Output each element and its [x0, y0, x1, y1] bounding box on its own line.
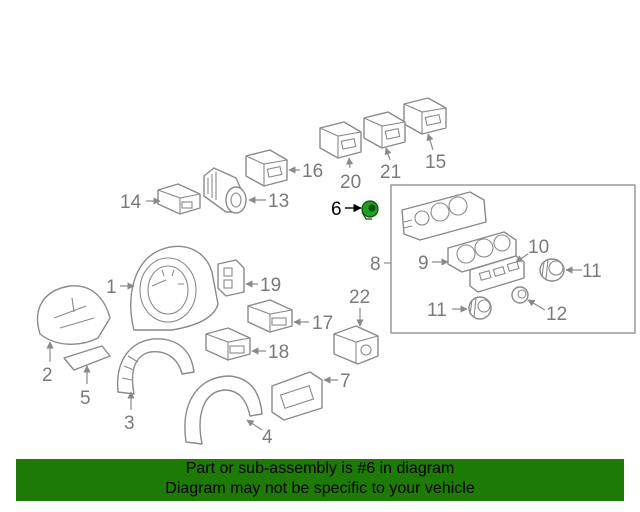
callout-14: 14: [120, 192, 142, 213]
callout-20: 20: [340, 172, 361, 193]
banner-line-1: Part or sub-assembly is #6 in diagram: [185, 460, 455, 477]
leader-12: [527, 299, 546, 311]
part-2-shroud[interactable]: [36, 285, 111, 345]
control-panel-housing[interactable]: [401, 191, 487, 241]
part-20-switch[interactable]: [319, 121, 362, 159]
callout-3: 3: [124, 413, 135, 434]
part-15-switch[interactable]: [403, 97, 447, 135]
part-16-switch[interactable]: [245, 149, 288, 187]
callout-6: 6: [331, 199, 342, 220]
part-22-module[interactable]: [333, 325, 379, 365]
part-14-switch[interactable]: [157, 183, 201, 215]
leader-4: [246, 419, 263, 431]
callout-12: 12: [546, 304, 567, 325]
callout-8: 8: [370, 254, 381, 275]
part-11-knob-right[interactable]: [539, 258, 565, 282]
part-7-panel[interactable]: [271, 371, 323, 421]
leader-20: [346, 157, 354, 169]
callout-11-right: 11: [582, 261, 602, 282]
banner-line-2: Diagram may not be specific to your vehi…: [165, 480, 475, 497]
part-19-switch[interactable]: [217, 259, 245, 297]
callout-9: 9: [418, 253, 429, 274]
callout-19: 19: [260, 275, 281, 296]
assembly-8-frame: [390, 184, 636, 334]
callout-16: 16: [302, 161, 323, 182]
part-4-trim[interactable]: [184, 375, 263, 445]
callout-5: 5: [80, 388, 91, 409]
leader-15: [426, 133, 434, 151]
part-21-switch[interactable]: [363, 111, 406, 149]
part-18-switch[interactable]: [205, 327, 251, 361]
part-11-knob-left[interactable]: [468, 296, 492, 320]
info-banner: Part or sub-assembly is #6 in diagram Di…: [16, 459, 624, 501]
leader-21: [384, 147, 392, 161]
callout-1: 1: [106, 277, 117, 298]
part-12-small-knob[interactable]: [511, 286, 529, 304]
callout-15: 15: [425, 152, 446, 173]
callout-22: 22: [349, 287, 370, 308]
callout-13: 13: [268, 191, 289, 212]
part-5-lens[interactable]: [63, 345, 111, 371]
callout-21: 21: [380, 162, 401, 183]
part-1-instrument-cluster[interactable]: [130, 245, 219, 331]
callout-17: 17: [312, 313, 333, 334]
callout-2: 2: [42, 365, 53, 386]
callout-10: 10: [528, 237, 549, 258]
part-3-bezel[interactable]: [116, 338, 195, 395]
leader-10: [515, 253, 529, 263]
callout-7: 7: [340, 371, 351, 392]
callout-4: 4: [262, 427, 273, 448]
callout-18: 18: [268, 342, 289, 363]
part-17-switch[interactable]: [247, 299, 293, 333]
callout-11-left: 11: [427, 300, 447, 321]
part-13-rotary-switch[interactable]: [203, 167, 247, 214]
part-6-knob-highlighted[interactable]: [361, 200, 379, 220]
